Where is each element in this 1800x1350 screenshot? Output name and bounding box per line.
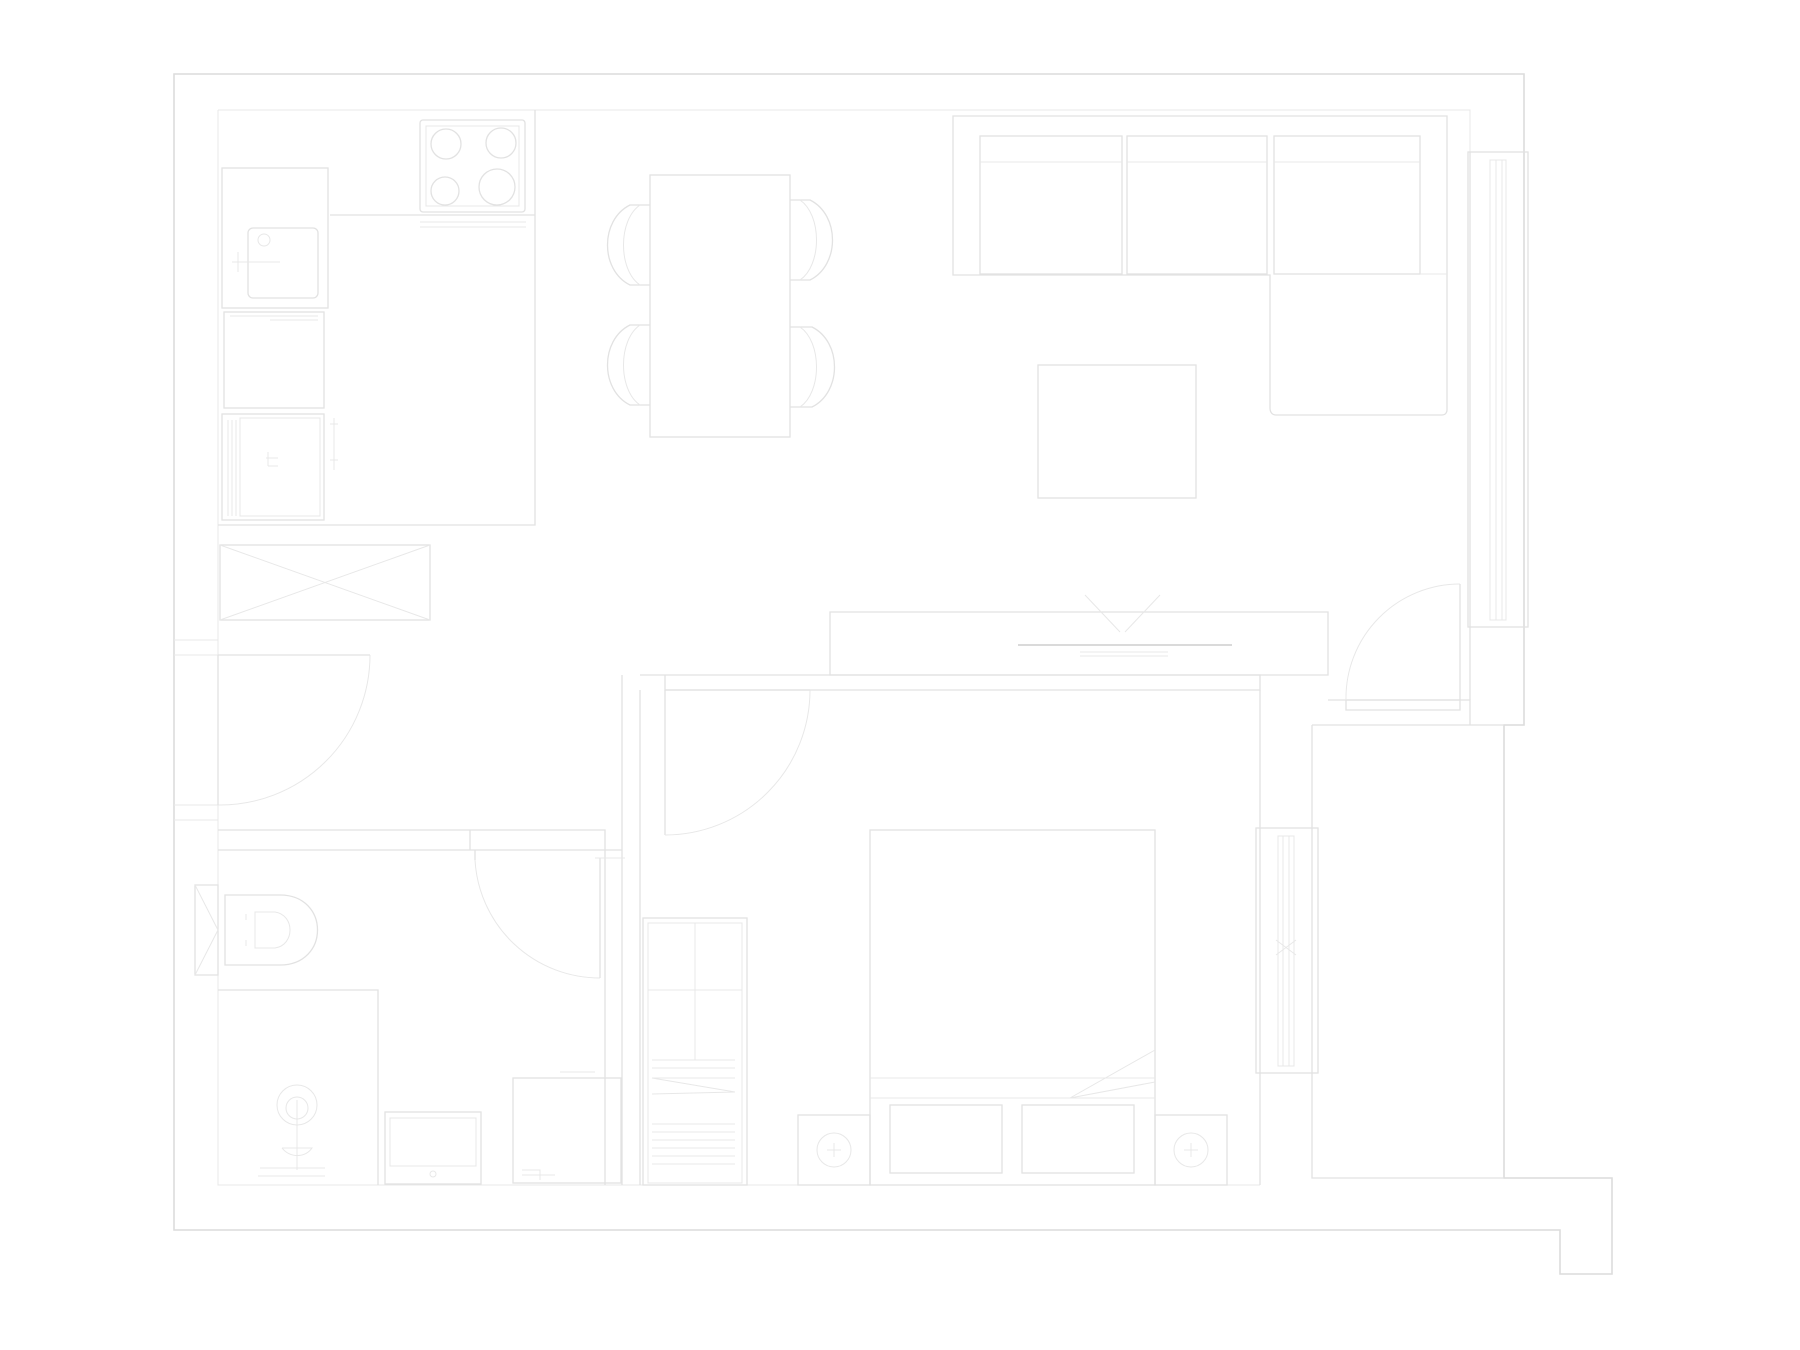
shaft-icon (219, 544, 431, 621)
wardrobe-icon (642, 917, 748, 1186)
bed-icon (869, 829, 1156, 1186)
window-icon (1467, 151, 1529, 628)
kitchen (219, 119, 526, 621)
door-icon (1345, 583, 1461, 711)
outer-walls (173, 73, 1613, 1275)
coffee-table-icon (1037, 364, 1197, 499)
fridge-icon (221, 413, 338, 521)
shower-icon (218, 989, 379, 1185)
dining-table-icon (649, 174, 791, 438)
dining-area (607, 174, 835, 438)
sofa-icon (952, 115, 1448, 416)
window-icon (1255, 827, 1319, 1074)
toilet-icon (194, 884, 319, 976)
cooktop-icon (419, 119, 526, 228)
chair-icon (607, 199, 835, 408)
living-area (952, 115, 1529, 711)
cabinet-icon (223, 311, 325, 409)
bedroom-door (664, 689, 811, 836)
washing-machine-icon (512, 1071, 622, 1184)
nightstand-icon (797, 1114, 1228, 1186)
washbasin-icon (384, 1111, 482, 1185)
bedroom (642, 827, 1319, 1186)
bathroom (194, 850, 625, 1185)
entrance-door (217, 654, 371, 806)
tv-icon (1018, 594, 1232, 657)
sink-icon (221, 167, 329, 309)
door-icon (474, 850, 625, 979)
